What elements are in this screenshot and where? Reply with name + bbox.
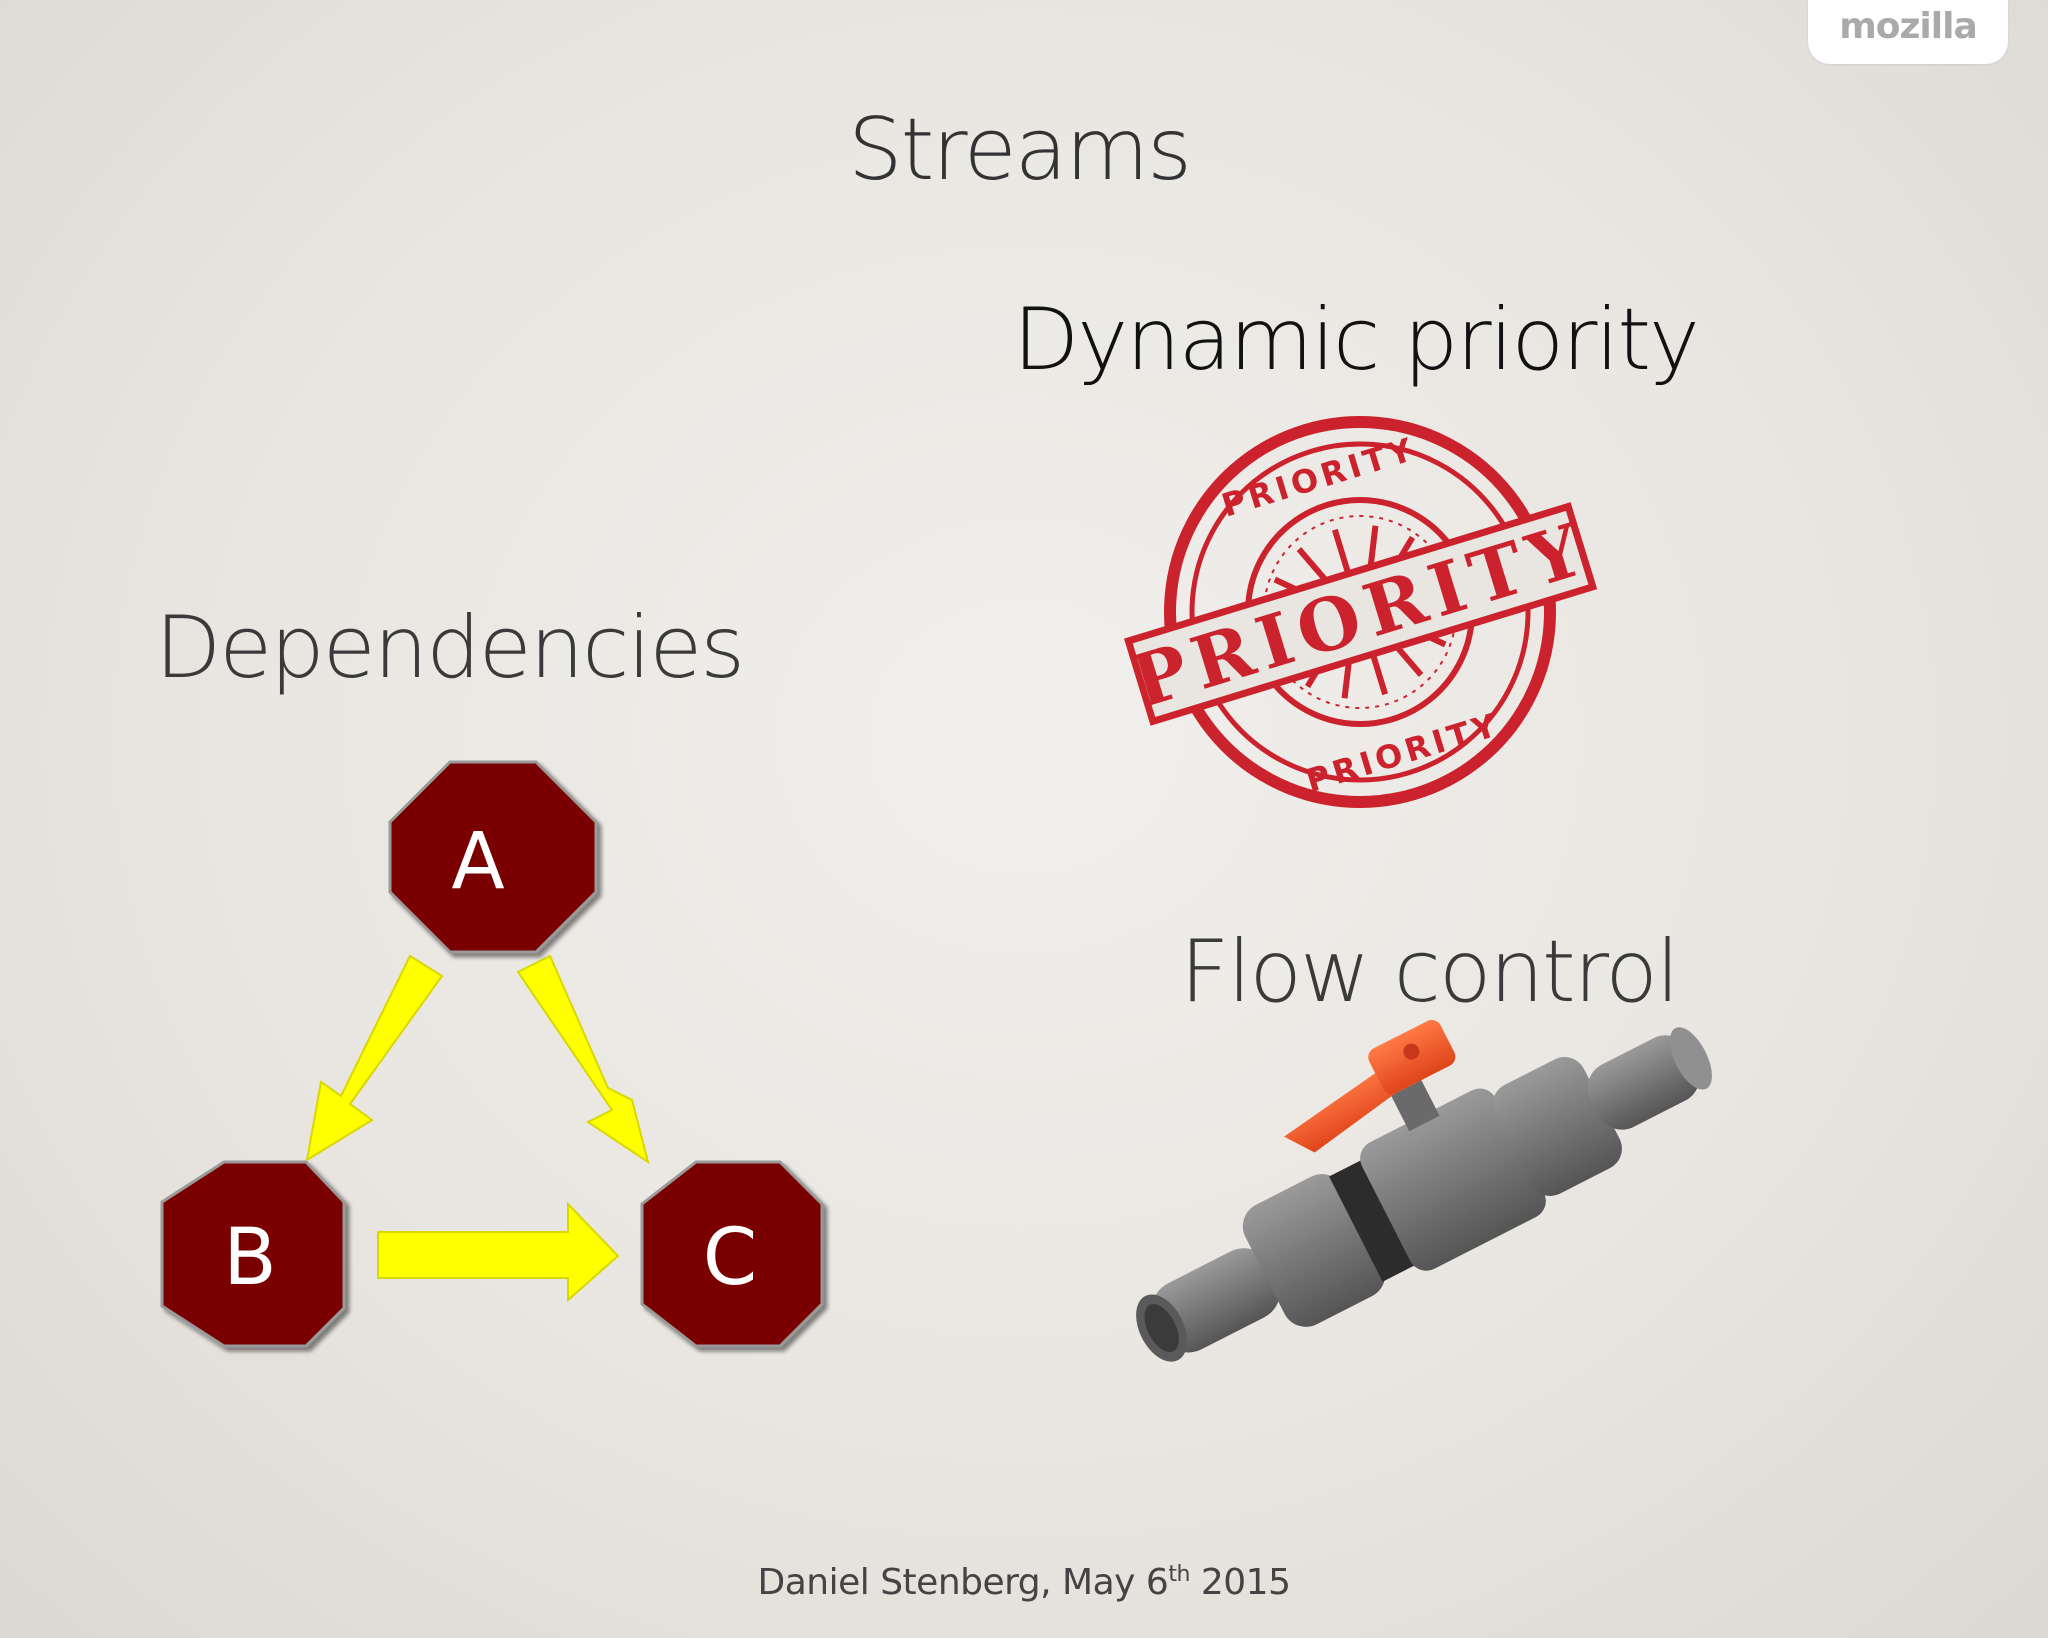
- node-a-label: A: [451, 817, 504, 907]
- mozilla-logo-text: mozilla: [1839, 6, 1978, 47]
- node-b: [160, 1160, 346, 1348]
- arrow-b-to-c: [377, 1201, 620, 1303]
- dynamic-priority-heading: Dynamic priority: [1013, 290, 1700, 390]
- flow-control-heading: Flow control: [1180, 922, 1680, 1022]
- footer-prefix: Daniel Stenberg, May 6: [757, 1562, 1169, 1603]
- slide-title: Streams: [848, 100, 1192, 200]
- arrow-a-to-b: [305, 954, 444, 1163]
- dependencies-heading: Dependencies: [155, 598, 745, 698]
- footer-suffix: 2015: [1189, 1562, 1291, 1603]
- node-c: [640, 1160, 824, 1348]
- arrow-a-to-c: [516, 954, 650, 1165]
- footer-credit: Daniel Stenberg, May 6th 2015: [0, 1562, 2048, 1603]
- mozilla-tab: mozilla: [1808, 0, 2008, 64]
- node-b-label: B: [223, 1213, 277, 1303]
- node-c-label: C: [703, 1213, 757, 1303]
- node-a: [388, 760, 598, 954]
- footer-superscript: th: [1168, 1562, 1190, 1587]
